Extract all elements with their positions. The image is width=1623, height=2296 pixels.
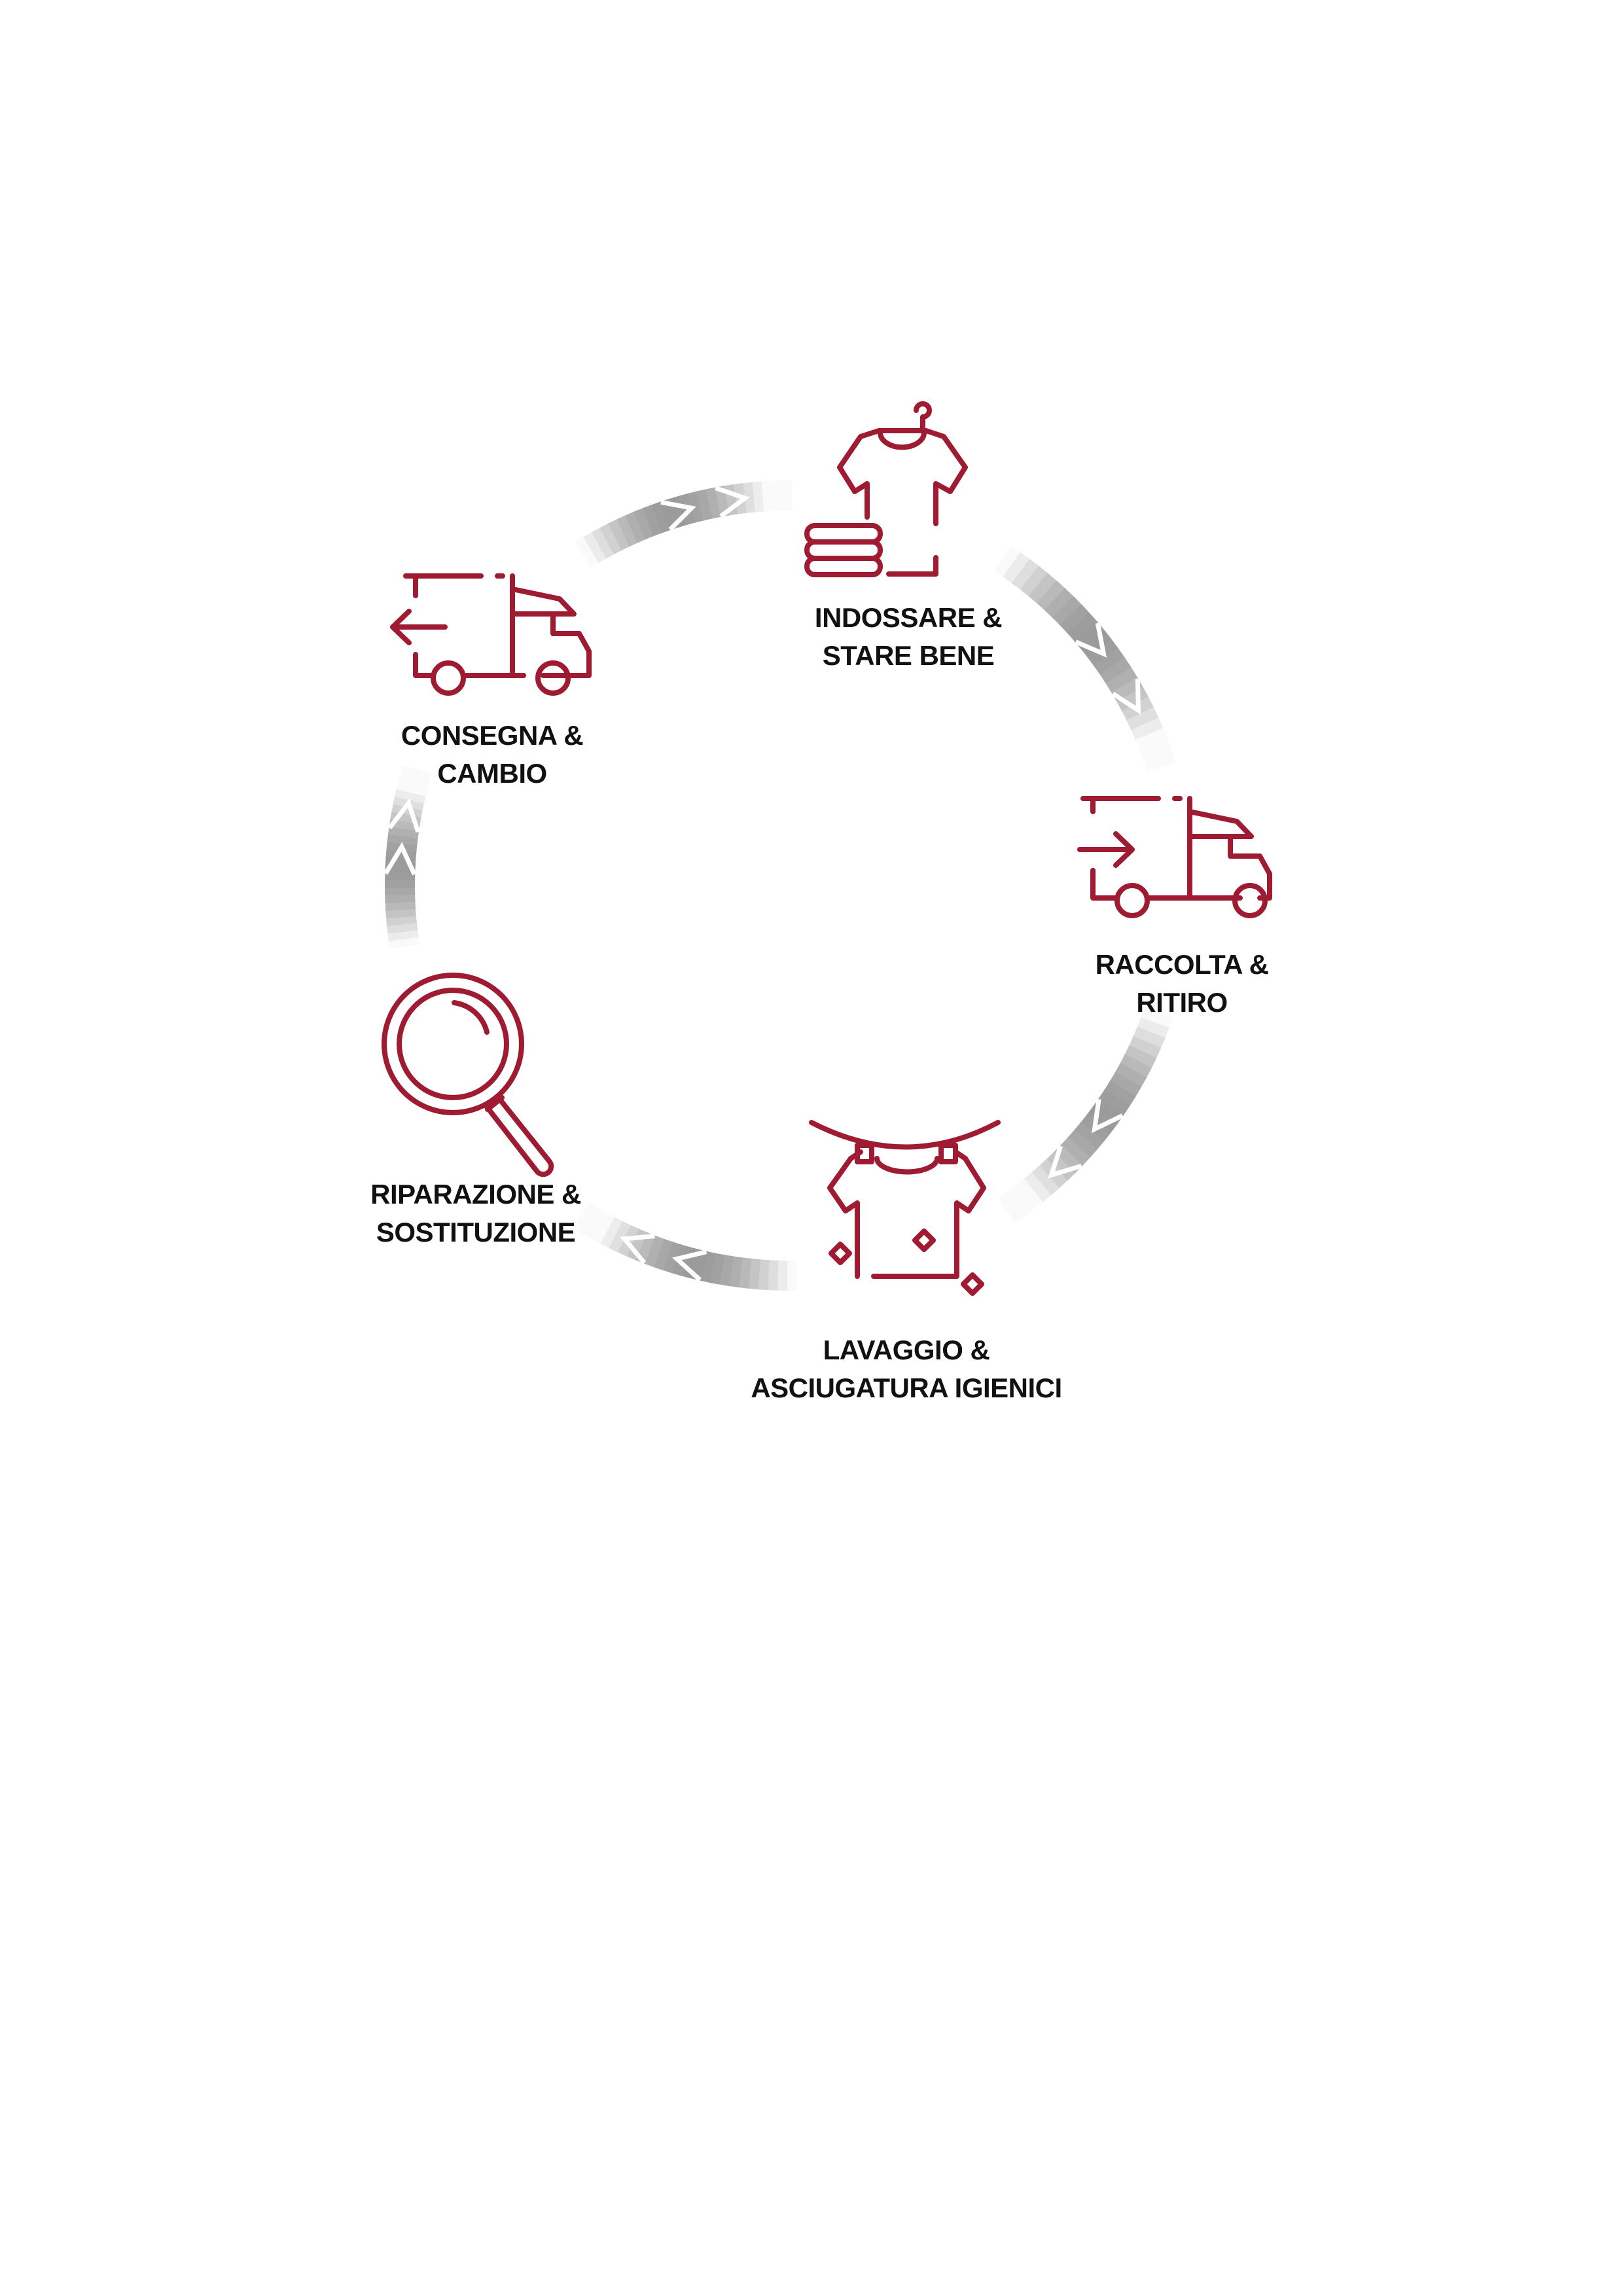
- arrow-chevron-icon: [1075, 622, 1107, 658]
- label-line: ASCIUGATURA IGIENICI: [751, 1372, 1062, 1403]
- arrow-chevron-icon: [660, 499, 696, 531]
- label-line: INDOSSARE &: [814, 602, 1003, 633]
- label-line: CONSEGNA &: [401, 720, 584, 751]
- arrow-chevron-icon: [1092, 1098, 1124, 1134]
- label-line: RACCOLTA &: [1095, 949, 1269, 980]
- step-label-repair: RIPARAZIONE & SOSTITUZIONE: [370, 1175, 581, 1251]
- step-label-pickup: RACCOLTA & RITIRO: [1096, 946, 1269, 1022]
- label-line: LAVAGGIO &: [823, 1335, 990, 1365]
- arrow-chevron-icon: [671, 1249, 707, 1282]
- truck-pickup-icon: [1077, 796, 1272, 918]
- magnifier-icon: [382, 973, 554, 1177]
- arrow-chevron-icon: [620, 1234, 655, 1265]
- cycle-arc-segment: [1143, 749, 1176, 772]
- label-line: STARE BENE: [822, 640, 995, 671]
- cycle-arc-segment: [997, 1191, 1026, 1223]
- label-line: RITIRO: [1136, 987, 1228, 1018]
- label-line: CAMBIO: [437, 758, 547, 789]
- shirt-hanger-icon: [804, 401, 968, 577]
- washing-line-shirt-icon: [809, 1120, 1001, 1296]
- label-line: SOSTITUZIONE: [376, 1217, 576, 1247]
- truck-delivery-icon: [390, 573, 592, 696]
- arrow-chevron-icon: [715, 486, 750, 518]
- cycle-arc-segment: [573, 1202, 599, 1234]
- step-label-wash: LAVAGGIO & ASCIUGATURA IGIENICI: [751, 1331, 1062, 1407]
- step-label-delivery: CONSEGNA & CAMBIO: [401, 717, 584, 793]
- label-line: RIPARAZIONE &: [370, 1179, 581, 1210]
- cycle-arc-segment: [400, 764, 432, 783]
- arrow-chevron-icon: [387, 798, 421, 833]
- arrow-chevron-icon: [1048, 1145, 1082, 1179]
- arrow-chevron-icon: [1111, 679, 1141, 715]
- step-label-wear: INDOSSARE & STARE BENE: [814, 599, 1003, 675]
- arrow-chevron-icon: [383, 842, 417, 876]
